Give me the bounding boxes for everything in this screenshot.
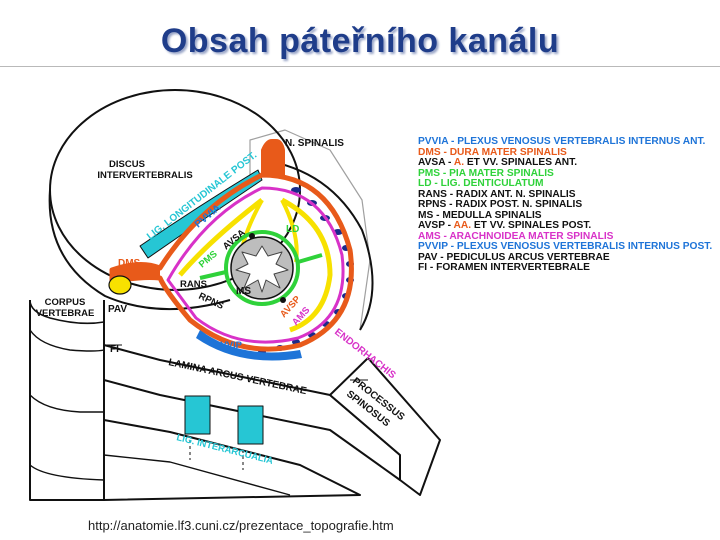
- vertebral-body-rim-2: [30, 330, 104, 351]
- avsa-dot: [249, 233, 255, 239]
- legend: PVVIA - PLEXUS VENOSUS VERTEBRALIS INTER…: [418, 137, 712, 274]
- legend-desc: - AA. ET VV. SPINALES POST.: [445, 220, 591, 231]
- legend-item: AVSP - AA. ET VV. SPINALES POST.: [418, 221, 712, 232]
- vertebral-body-rim-3: [30, 395, 104, 412]
- legend-fragment: A.: [454, 157, 464, 168]
- legend-item: FI - FORAMEN INTERVERTEBRALE: [418, 263, 712, 274]
- legend-fragment: -: [445, 220, 454, 231]
- label-discus-2: INTERVERTEBRALIS: [97, 170, 192, 181]
- legend-fragment: ET VV. SPINALES ANT.: [464, 157, 577, 168]
- vertebral-body-rim-4: [30, 465, 104, 480]
- label-ms: MS: [236, 286, 251, 297]
- label-ld: LD: [286, 224, 299, 235]
- legend-item: RPNS - RADIX POST. N. SPINALIS: [418, 200, 712, 211]
- label-fi: FI: [110, 344, 119, 355]
- ld-ligament: [298, 255, 322, 262]
- avsp-dot: [280, 297, 286, 303]
- lamina-lower: [104, 420, 360, 500]
- legend-desc: - A. ET VV. SPINALES ANT.: [445, 157, 577, 168]
- legend-item: PVVIP - PLEXUS VENOSUS VERTEBRALIS INTER…: [418, 242, 712, 253]
- label-pav: PAV: [108, 304, 127, 315]
- label-corpus-1: CORPUS: [45, 297, 86, 308]
- legend-fragment: -: [445, 157, 454, 168]
- legend-fragment: AA.: [454, 220, 472, 231]
- label-n-spinalis: N. SPINALIS: [285, 138, 344, 149]
- legend-abbrev: AVSA: [418, 157, 445, 168]
- vertebral-body-outline: [30, 300, 104, 500]
- label-dms: DMS: [118, 258, 141, 269]
- legend-item: LD - LIG. DENTICULATUM: [418, 179, 712, 190]
- source-url: http://anatomie.lf3.cuni.cz/prezentace_t…: [88, 518, 394, 533]
- lig-interarcualia-left: [185, 396, 210, 434]
- label-rans: RANS: [180, 279, 207, 290]
- legend-fragment: ET VV. SPINALES POST.: [471, 220, 591, 231]
- label-discus-1: DISCUS: [109, 159, 145, 170]
- legend-abbrev: AVSP: [418, 220, 445, 231]
- lig-interarcualia-right: [238, 406, 263, 444]
- n-spinalis-root: [262, 140, 284, 175]
- legend-item: PVVIA - PLEXUS VENOSUS VERTEBRALIS INTER…: [418, 137, 712, 148]
- label-pvvip: PVVIP: [214, 340, 243, 351]
- label-rpns: RPNS: [197, 291, 226, 312]
- legend-item: AVSA - A. ET VV. SPINALES ANT.: [418, 158, 712, 169]
- pav-ganglion: [109, 276, 131, 294]
- label-corpus-2: VERTEBRAE: [36, 308, 95, 319]
